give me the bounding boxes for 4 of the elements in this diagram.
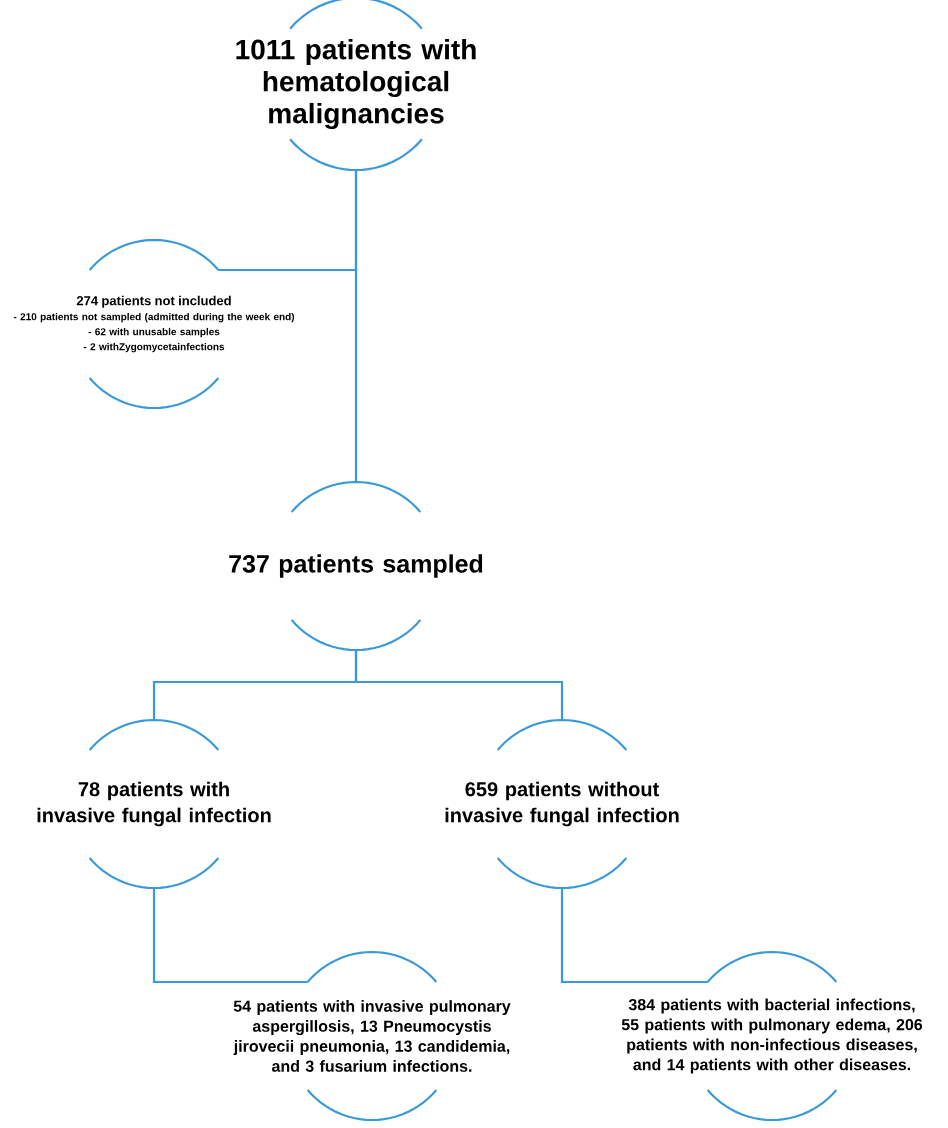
connector-line <box>354 650 564 720</box>
connector-line <box>354 170 358 482</box>
connector-line <box>152 888 308 984</box>
connector-line <box>560 888 708 984</box>
